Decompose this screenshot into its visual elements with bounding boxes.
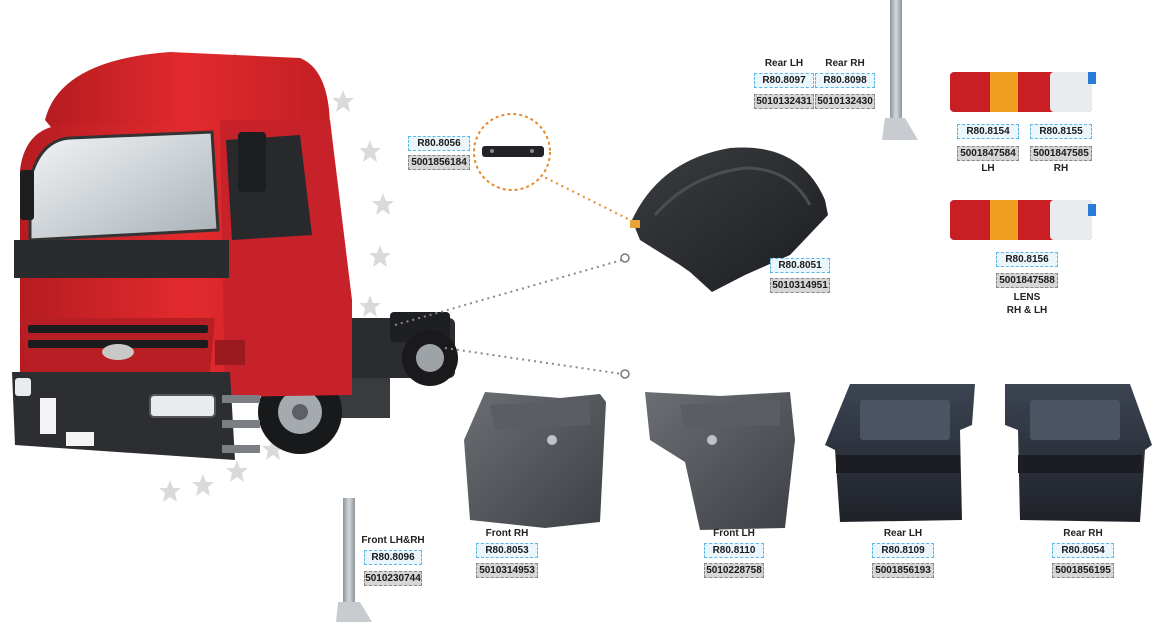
pole-rear-rh-ref-code: R80.8098	[815, 73, 875, 88]
front-fender-image	[464, 392, 795, 530]
lens-ref-code: R80.8156	[996, 252, 1058, 267]
lamp-lh-oem-code: 5001847584	[957, 146, 1019, 161]
lens-image	[950, 200, 1096, 240]
mud-rear-rh-caption: Rear RH	[1063, 528, 1103, 539]
bracket-ref-code: R80.8056	[408, 136, 470, 151]
mounting-pole-image	[336, 0, 918, 622]
pole-rear-lh-ref-code: R80.8097	[754, 73, 814, 88]
tail-lamp-image	[950, 72, 1096, 112]
mud-rear-lh-caption: Rear LH	[883, 528, 923, 539]
pole-rear-lh-oem-code: 5010132431	[754, 94, 814, 109]
mud-rear-lh-oem-code: 5001856193	[872, 563, 934, 578]
rear-fender-ref-code: R80.8051	[770, 258, 830, 273]
mud-rear-lh-ref-code: R80.8109	[872, 543, 934, 558]
front-lh-caption: Front LH	[713, 528, 755, 539]
front-rh-oem-code: 5010314953	[476, 563, 538, 578]
lamp-lh-ref-code: R80.8154	[957, 124, 1019, 139]
fender-bracket-image	[473, 113, 551, 191]
mud-rear-rh-oem-code: 5001856195	[1052, 563, 1114, 578]
pole-front-ref-code: R80.8096	[364, 550, 422, 565]
lamp-lh-caption: LH	[981, 163, 995, 174]
pole-front-oem-code: 5010230744	[364, 571, 422, 586]
mud-rear-rh-ref-code: R80.8054	[1052, 543, 1114, 558]
lamp-rh-ref-code: R80.8155	[1030, 124, 1092, 139]
lens-caption-line2: RH & LH	[1006, 305, 1048, 316]
mudguard-image	[825, 384, 1152, 522]
bracket-oem-code: 5001856184	[408, 155, 470, 170]
rear-fender-image	[630, 147, 828, 292]
front-lh-ref-code: R80.8110	[704, 543, 764, 558]
truck-image	[12, 52, 458, 460]
front-lh-oem-code: 5010228758	[704, 563, 764, 578]
pole-rear-rh-caption: Rear RH	[825, 58, 865, 69]
callout-lines	[394, 174, 641, 375]
front-rh-caption: Front RH	[485, 528, 529, 539]
pole-rear-rh-oem-code: 5010132430	[815, 94, 875, 109]
lens-oem-code: 5001847588	[996, 273, 1058, 288]
lens-caption-line1: LENS	[1013, 292, 1041, 303]
pole-front-caption: Front LH&RH	[361, 535, 425, 546]
lamp-rh-oem-code: 5001847585	[1030, 146, 1092, 161]
lamp-rh-caption: RH	[1053, 163, 1069, 174]
front-rh-ref-code: R80.8053	[476, 543, 538, 558]
pole-rear-lh-caption: Rear LH	[764, 58, 804, 69]
rear-fender-oem-code: 5010314951	[770, 278, 830, 293]
